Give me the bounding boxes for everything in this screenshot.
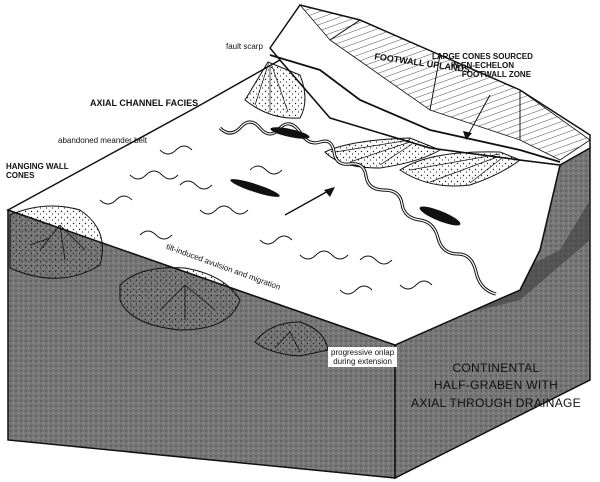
label-axial-channel: AXIAL CHANNEL FACIES (90, 98, 199, 108)
hanging-wall-cone-1 (9, 205, 103, 279)
diagram-title: CONTINENTAL HALF-GRABEN WITH AXIAL THROU… (411, 361, 581, 410)
label-abandoned-meander: abandoned meander belt (58, 136, 147, 145)
label-large-cones: LARGE CONES SOURCED IN EN-ECHELON FOOTWA… (432, 52, 533, 80)
fault-scarp-line (269, 54, 561, 163)
hanging-wall-cone-2 (119, 267, 241, 331)
oxbow-lens-1 (270, 127, 310, 139)
footwall-cone-3 (399, 151, 522, 187)
oxbow-lens-3 (419, 206, 461, 226)
migration-arrow (284, 189, 331, 216)
label-hanging-wall: HANGING WALL CONES (6, 162, 69, 181)
abandoned-meanders (99, 145, 433, 295)
oxbow-lens-2 (230, 179, 280, 197)
hanging-wall-cone-3 (254, 321, 329, 357)
label-fault-scarp: fault scarp (226, 42, 263, 51)
cones-pointer (467, 94, 491, 136)
label-progressive-onlap: progressive onlap during extension (328, 347, 398, 368)
footwall-cone-1 (244, 61, 306, 119)
